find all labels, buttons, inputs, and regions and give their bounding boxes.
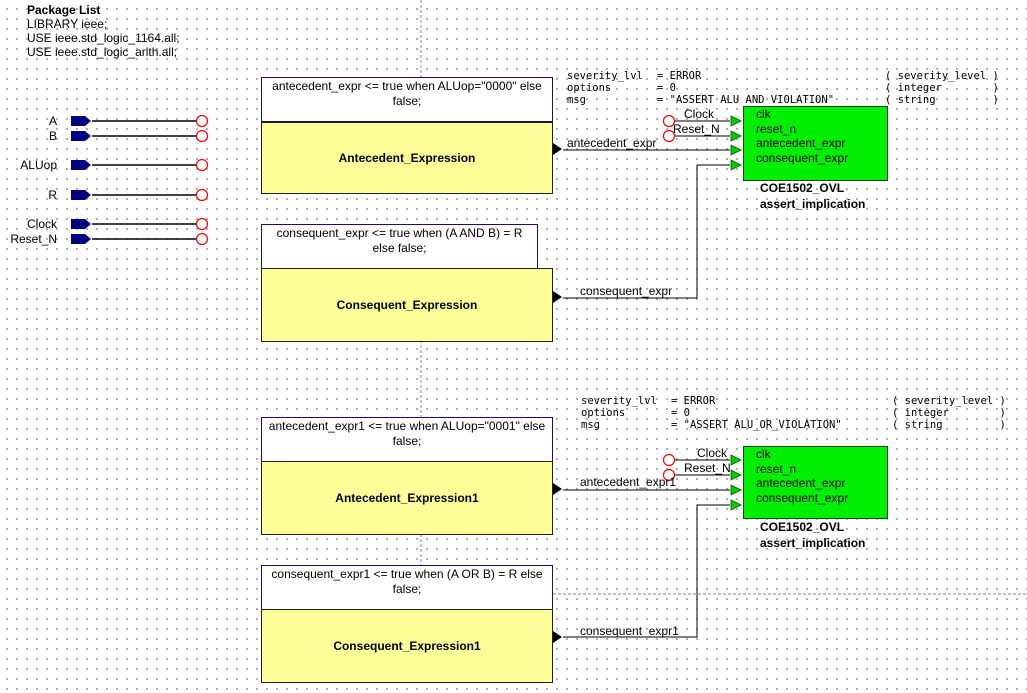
generic-type-list: ( severity_level ) ( integer ) ( string … [885, 70, 999, 106]
output-pin-icon [553, 143, 562, 155]
port-arrow-icon [71, 131, 91, 141]
instance-port-consequent: consequent_expr [756, 150, 849, 165]
input-pin-icon [730, 454, 742, 466]
input-pin-icon [730, 159, 742, 171]
package-line: USE ieee.std_logic_arith.all; [27, 45, 178, 59]
instance-input-label: Reset_N [673, 122, 720, 136]
input-pin-icon [730, 484, 742, 496]
process-text-box[interactable]: consequent_expr <= true when (A AND B) =… [261, 224, 538, 269]
port-arrow-icon [71, 116, 91, 126]
open-port-circle-icon [195, 158, 209, 172]
process-block[interactable]: Antecedent_Expression [261, 122, 553, 194]
package-list-title: Package List [27, 3, 101, 17]
open-port-circle-icon [662, 468, 676, 482]
instance-input-label: Clock [684, 107, 715, 121]
open-port-circle-icon [195, 232, 209, 246]
package-line: USE ieee.std_logic_1164.all; [27, 31, 180, 45]
port-label-a: A [48, 114, 57, 128]
process-block[interactable]: Consequent_Expression [261, 268, 553, 342]
instance-cell: assert_implication [760, 536, 866, 550]
package-line: LIBRARY ieee; [27, 17, 108, 31]
process-block[interactable]: Consequent_Expression1 [261, 609, 553, 683]
port-connectors [71, 116, 91, 244]
port-label-clock: Clock [26, 217, 57, 231]
port-label-r: R [48, 188, 57, 202]
instance-port-antecedent: antecedent_expr [756, 136, 846, 150]
open-port-circle-icon [195, 217, 209, 231]
process-block[interactable]: Antecedent_Expression1 [261, 461, 553, 535]
open-port-circle-icon [662, 114, 676, 128]
instance-caption: COE1502_OVL assert_implication [760, 180, 865, 212]
port-arrow-icon [71, 190, 91, 200]
port-label-aluop: ALUop [20, 158, 57, 172]
instance-input-pins [730, 115, 742, 511]
port-label-b: B [48, 129, 57, 143]
instance-port-antecedent: antecedent_expr [756, 476, 846, 490]
process-text-box[interactable]: antecedent_expr1 <= true when ALUop="000… [261, 417, 553, 462]
lower-nets [563, 459, 730, 638]
generic-name-list: severity_lvl options msg [581, 395, 657, 431]
instance-caption: COE1502_OVL assert_implication [760, 519, 865, 551]
assert-implication-instance[interactable]: clk reset_n antecedent_expr consequent_e… [743, 446, 888, 519]
output-pin-icon [553, 631, 562, 643]
open-port-circle-icon [195, 188, 209, 202]
generic-value-list: = ERROR = 0 = "ASSERT ALU AND VIOLATION" [657, 70, 835, 106]
open-port-circle-icon [662, 129, 676, 143]
instance-library: COE1502_OVL [760, 520, 845, 534]
instance-input-label: Clock [697, 446, 728, 460]
open-port-circle-icon [662, 453, 676, 467]
generic-type-list: ( severity_level ) ( integer ) ( string … [892, 395, 1006, 431]
input-pin-icon [730, 499, 742, 511]
port-arrow-icon [71, 219, 91, 229]
instance-port-reset-n: reset_n [756, 461, 797, 476]
open-port-circle-icon [195, 129, 209, 143]
instance-port-clk: clk [756, 107, 771, 121]
input-pin-icon [730, 130, 742, 142]
input-pin-icon [730, 144, 742, 156]
port-ends [195, 114, 209, 246]
process-text-box[interactable]: antecedent_expr <= true when ALUop="0000… [261, 77, 553, 122]
signal-label: consequent_expr [580, 284, 673, 298]
package-list: Package List LIBRARY ieee; USE ieee.std_… [27, 3, 180, 59]
input-pin-icon [730, 115, 742, 127]
port-arrow-icon [71, 234, 91, 244]
upper-nets [563, 120, 730, 299]
port-wires [92, 120, 196, 240]
instance-port-reset-n: reset_n [756, 121, 797, 136]
instance-open-ends [662, 114, 676, 482]
generic-name-list: severity_lvl options msg [567, 70, 643, 106]
generic-value-list: = ERROR = 0 = "ASSERT ALU_OR_VIOLATION" [671, 395, 842, 431]
block-output-pins [553, 143, 562, 643]
open-port-circle-icon [195, 114, 209, 128]
port-arrow-icon [71, 160, 91, 170]
output-pin-icon [553, 291, 562, 303]
output-pin-icon [553, 483, 562, 495]
instance-port-consequent: consequent_expr [756, 490, 849, 505]
assert-implication-instance[interactable]: clk reset_n antecedent_expr consequent_e… [743, 106, 888, 181]
signal-label: antecedent_expr [567, 136, 657, 150]
instance-port-clk: clk [756, 447, 771, 461]
signal-label: consequent_expr1 [580, 624, 679, 638]
instance-library: COE1502_OVL [760, 181, 845, 195]
input-pin-icon [730, 469, 742, 481]
instance-input-label: Reset_N [684, 461, 731, 475]
port-label-reset-n: Reset_N [10, 232, 57, 246]
instance-cell: assert_implication [760, 197, 866, 211]
process-text-box[interactable]: consequent_expr1 <= true when (A OR B) =… [261, 565, 553, 610]
signal-label: antecedent_expr1 [580, 475, 677, 489]
